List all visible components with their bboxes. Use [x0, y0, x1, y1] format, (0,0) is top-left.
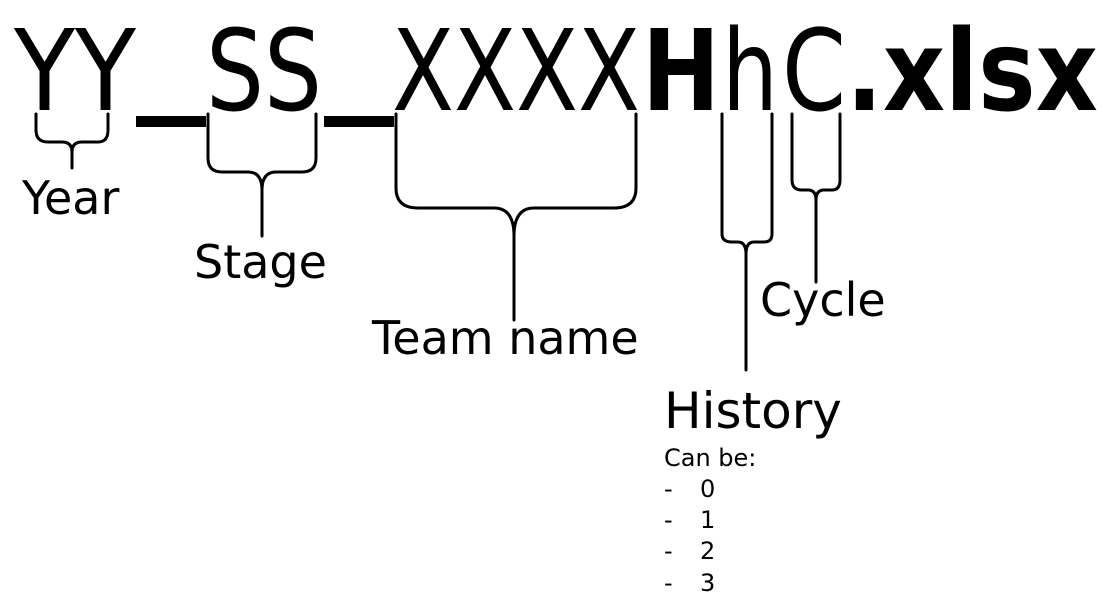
history-value-bullet: -	[664, 475, 673, 503]
filename-separator-1	[136, 116, 206, 127]
history-value-item: 2	[700, 537, 715, 565]
year-label: Year	[21, 171, 119, 225]
stage-label: Stage	[194, 235, 327, 289]
history-value-item: 0	[700, 475, 715, 503]
history-value-item: 1	[700, 506, 715, 534]
filename-year-segment: YY	[13, 7, 136, 137]
filename-separator-2	[324, 116, 394, 127]
year-brace	[34, 112, 110, 170]
history-note-intro: Can be:	[664, 444, 756, 472]
team-name-label: Team name	[371, 311, 639, 365]
stage-brace	[206, 112, 318, 238]
filename-extension: .xlsx	[846, 7, 1098, 137]
cycle-brace	[790, 112, 842, 284]
history-brace	[720, 112, 774, 372]
history-label: History	[664, 382, 842, 440]
filename-stage-segment: SS	[206, 7, 322, 137]
team-name-brace	[394, 112, 638, 322]
history-values-list: - 0 - 1 - 2 - 3	[664, 475, 715, 597]
filename-team-segment: XXXX	[392, 7, 640, 137]
filename-history-marker: H	[642, 7, 720, 137]
history-value-item: 3	[700, 569, 715, 597]
history-value-bullet: -	[664, 569, 673, 597]
history-value-bullet: -	[664, 506, 673, 534]
filename-history-segment: h	[722, 7, 778, 137]
history-value-bullet: -	[664, 537, 673, 565]
cycle-label: Cycle	[760, 273, 886, 327]
